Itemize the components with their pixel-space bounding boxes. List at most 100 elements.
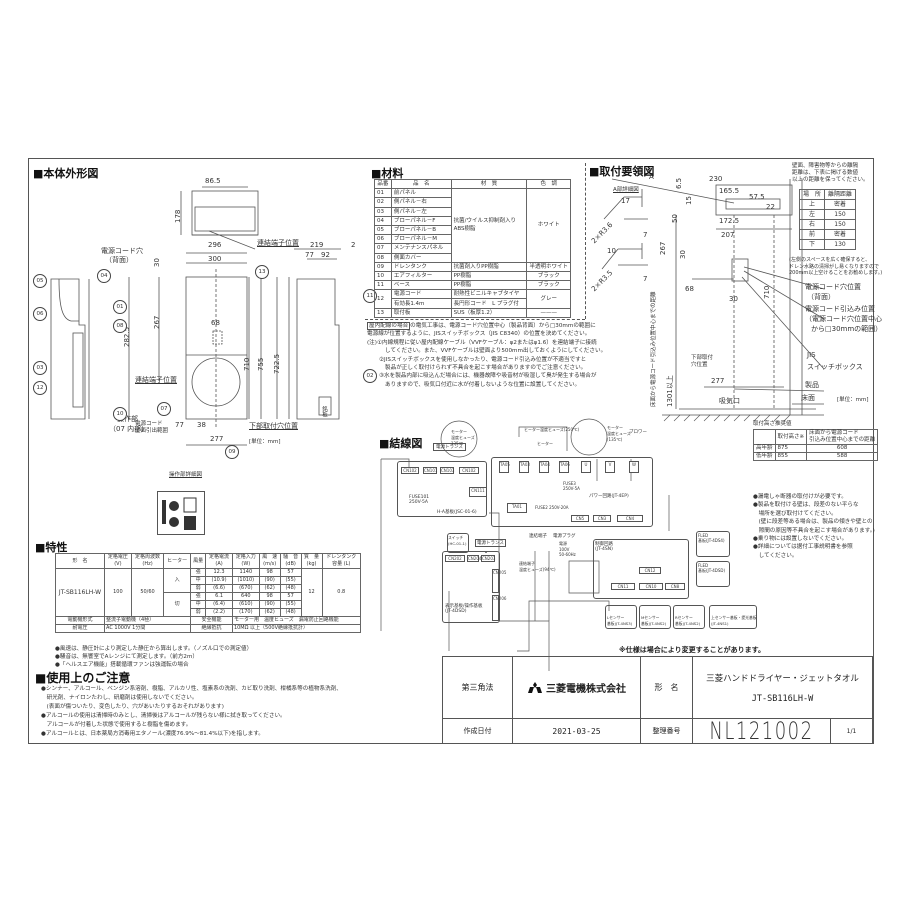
cell: 588 (806, 452, 879, 461)
dim-22: 22 (766, 203, 775, 211)
label-floor: 床面 (801, 394, 815, 402)
label-unit: [単位：mm] (249, 439, 281, 445)
connector-cn8: CN8 (665, 583, 685, 590)
exterior-drawing (50, 186, 341, 446)
th: 床面から電源コード 引込み位置中心までの距離 (806, 429, 879, 445)
label-cord-in-sub1: （電源コード穴位置中心 (805, 315, 882, 323)
model-number: JT-SB116LH-W (751, 693, 814, 704)
label-board-power: パワー回路(JT-4EP) (589, 494, 629, 499)
section-title-wiring: ■結線図 (379, 437, 423, 450)
note-line: ●製品を取付ける壁は、段差のない平らな (753, 502, 859, 509)
th (753, 429, 776, 445)
cell: (90) (258, 576, 281, 585)
note-line: してください。 (753, 552, 798, 559)
cell: 整流子電動機（4極） (103, 616, 192, 625)
part-heater-fuse: ヒーター温度ヒューズ(250℃) (524, 427, 580, 432)
section-title-install: ■取付要領図 (589, 165, 655, 178)
th: 質 量 (kg) (300, 553, 323, 569)
connector-cn202: CN202 (445, 555, 465, 562)
cell: 1140 (231, 568, 260, 577)
note-line: ありますので、吸気口付近に水が付着しないような位置に設置してください。 (385, 381, 581, 388)
op-panel-detail (157, 491, 205, 535)
section-title-exterior: ■本体外形図 (33, 167, 99, 180)
page-number: 1/1 (831, 719, 873, 744)
cell-group-color: ホワイト (526, 188, 571, 263)
label-cord-hole-pos: 電源コード穴位置 (805, 283, 861, 291)
cell: ブラック (526, 270, 571, 282)
label-board-display: 表示基板/操作基板 (JT-4DSD) (445, 604, 483, 614)
terminal-w: W (629, 461, 639, 473)
dim-2: 2 (351, 241, 356, 249)
note-line: ●騒音は、無響室でAレンジにて測定します。（前方2m） (55, 654, 199, 660)
creation-date: 2021-03-25 (513, 719, 641, 744)
cell: AC 1000V 1分間 (103, 624, 192, 633)
company-name: 三菱電機株式会社 (546, 684, 626, 695)
switch-box (447, 533, 469, 553)
th: 定格電圧 (V) (104, 553, 132, 569)
cell: 前 (798, 229, 826, 240)
caution-line: ●アルコールの使用は清掃時のみとし、清掃後はアルコールが残らない様に拭き取ってく… (41, 713, 286, 719)
cell-tank: 0.8 (321, 568, 361, 617)
cell: 弱 (190, 608, 207, 617)
cell: 10MΩ 以上（500V絶縁抵抗計） (231, 624, 362, 633)
dim-30: 30 (153, 258, 161, 267)
callout-12: 12 (33, 381, 47, 395)
th: 風量 (190, 553, 207, 569)
callout-07: 07 (157, 402, 171, 416)
th: 場 所 (798, 189, 826, 200)
connector-cn206: CN206 (492, 595, 506, 621)
note-line: してください。また、VVFケーブルは壁面より500mm出しておくようにしてくださ… (385, 348, 607, 355)
connector-cn103: CN103 (440, 467, 455, 474)
cell: PP樹脂 (450, 270, 528, 282)
dim-296: 296 (208, 241, 222, 249)
cell: SUS（板厚1.2） (450, 307, 528, 318)
callout-10: 10 (113, 407, 127, 421)
cell: メンテナンスパネル (390, 243, 452, 254)
cell-heater-off: 切 (163, 592, 192, 617)
dim-68: 68 (685, 285, 694, 293)
label-a: A (649, 173, 654, 181)
part-motor-fuse: モーター 温度ヒューズ 135℃ (451, 429, 475, 446)
section-title-cautions: ■使用上のご注意 (35, 671, 131, 685)
th: 定格電流 (A) (205, 553, 233, 569)
callout-13: 13 (255, 265, 269, 279)
dim-267: 267 (153, 315, 161, 329)
note-line: (左側のスペースを広く確保すると、 (789, 257, 871, 263)
cell: (48) (279, 608, 302, 617)
cell: 弱 (190, 584, 207, 593)
cell: 耐熱性ビニルキャブタイヤ (450, 289, 528, 300)
company-cell: 三菱電機株式会社 (513, 657, 641, 719)
cell: 上 (798, 199, 826, 210)
th-no: 品番 (374, 178, 392, 190)
cell: 右 (798, 219, 826, 230)
board-sensor-m (639, 605, 671, 629)
cell: 150 (824, 209, 857, 220)
spec-change-footnote: ※仕様は場合により変更することがあります。 (619, 646, 765, 654)
note-line: ●詳細については据付工事説明書を参照 (753, 544, 853, 551)
callout-09: 09 (225, 445, 239, 459)
cell: 12.3 (205, 568, 233, 577)
note-line: 200mm以上空けることをお勧めします。) (789, 270, 883, 276)
cell: 11 (374, 280, 392, 291)
cell: 01 (374, 188, 392, 199)
dim-77: 77 (305, 251, 314, 259)
label-lower-hole: 下部取付 穴位置 (691, 355, 714, 368)
cell: 高年齢 (753, 444, 776, 453)
note-line: 場所を選び取付けてください。 (753, 510, 837, 517)
cell-mass: 12 (300, 568, 323, 617)
connector-cn204: CN204 (467, 555, 482, 562)
label-switch: スイッチ (HC-01-1) (448, 535, 467, 546)
product-cell: 三菱ハンドドライヤー・ジェットタオル JT-SB116LH-W (693, 657, 873, 719)
caution-line: ●シンナー、アルコール、ベンジン系溶剤、樹脂、アルカリ性、塩素系の洗剤、カビ取り… (41, 686, 342, 692)
part-fuse101: FUSE101 250V-5A (409, 495, 430, 505)
cell: 608 (806, 444, 879, 453)
dim-755: 755 (257, 357, 265, 371)
ref-number-cell: NL121002 (693, 717, 831, 745)
